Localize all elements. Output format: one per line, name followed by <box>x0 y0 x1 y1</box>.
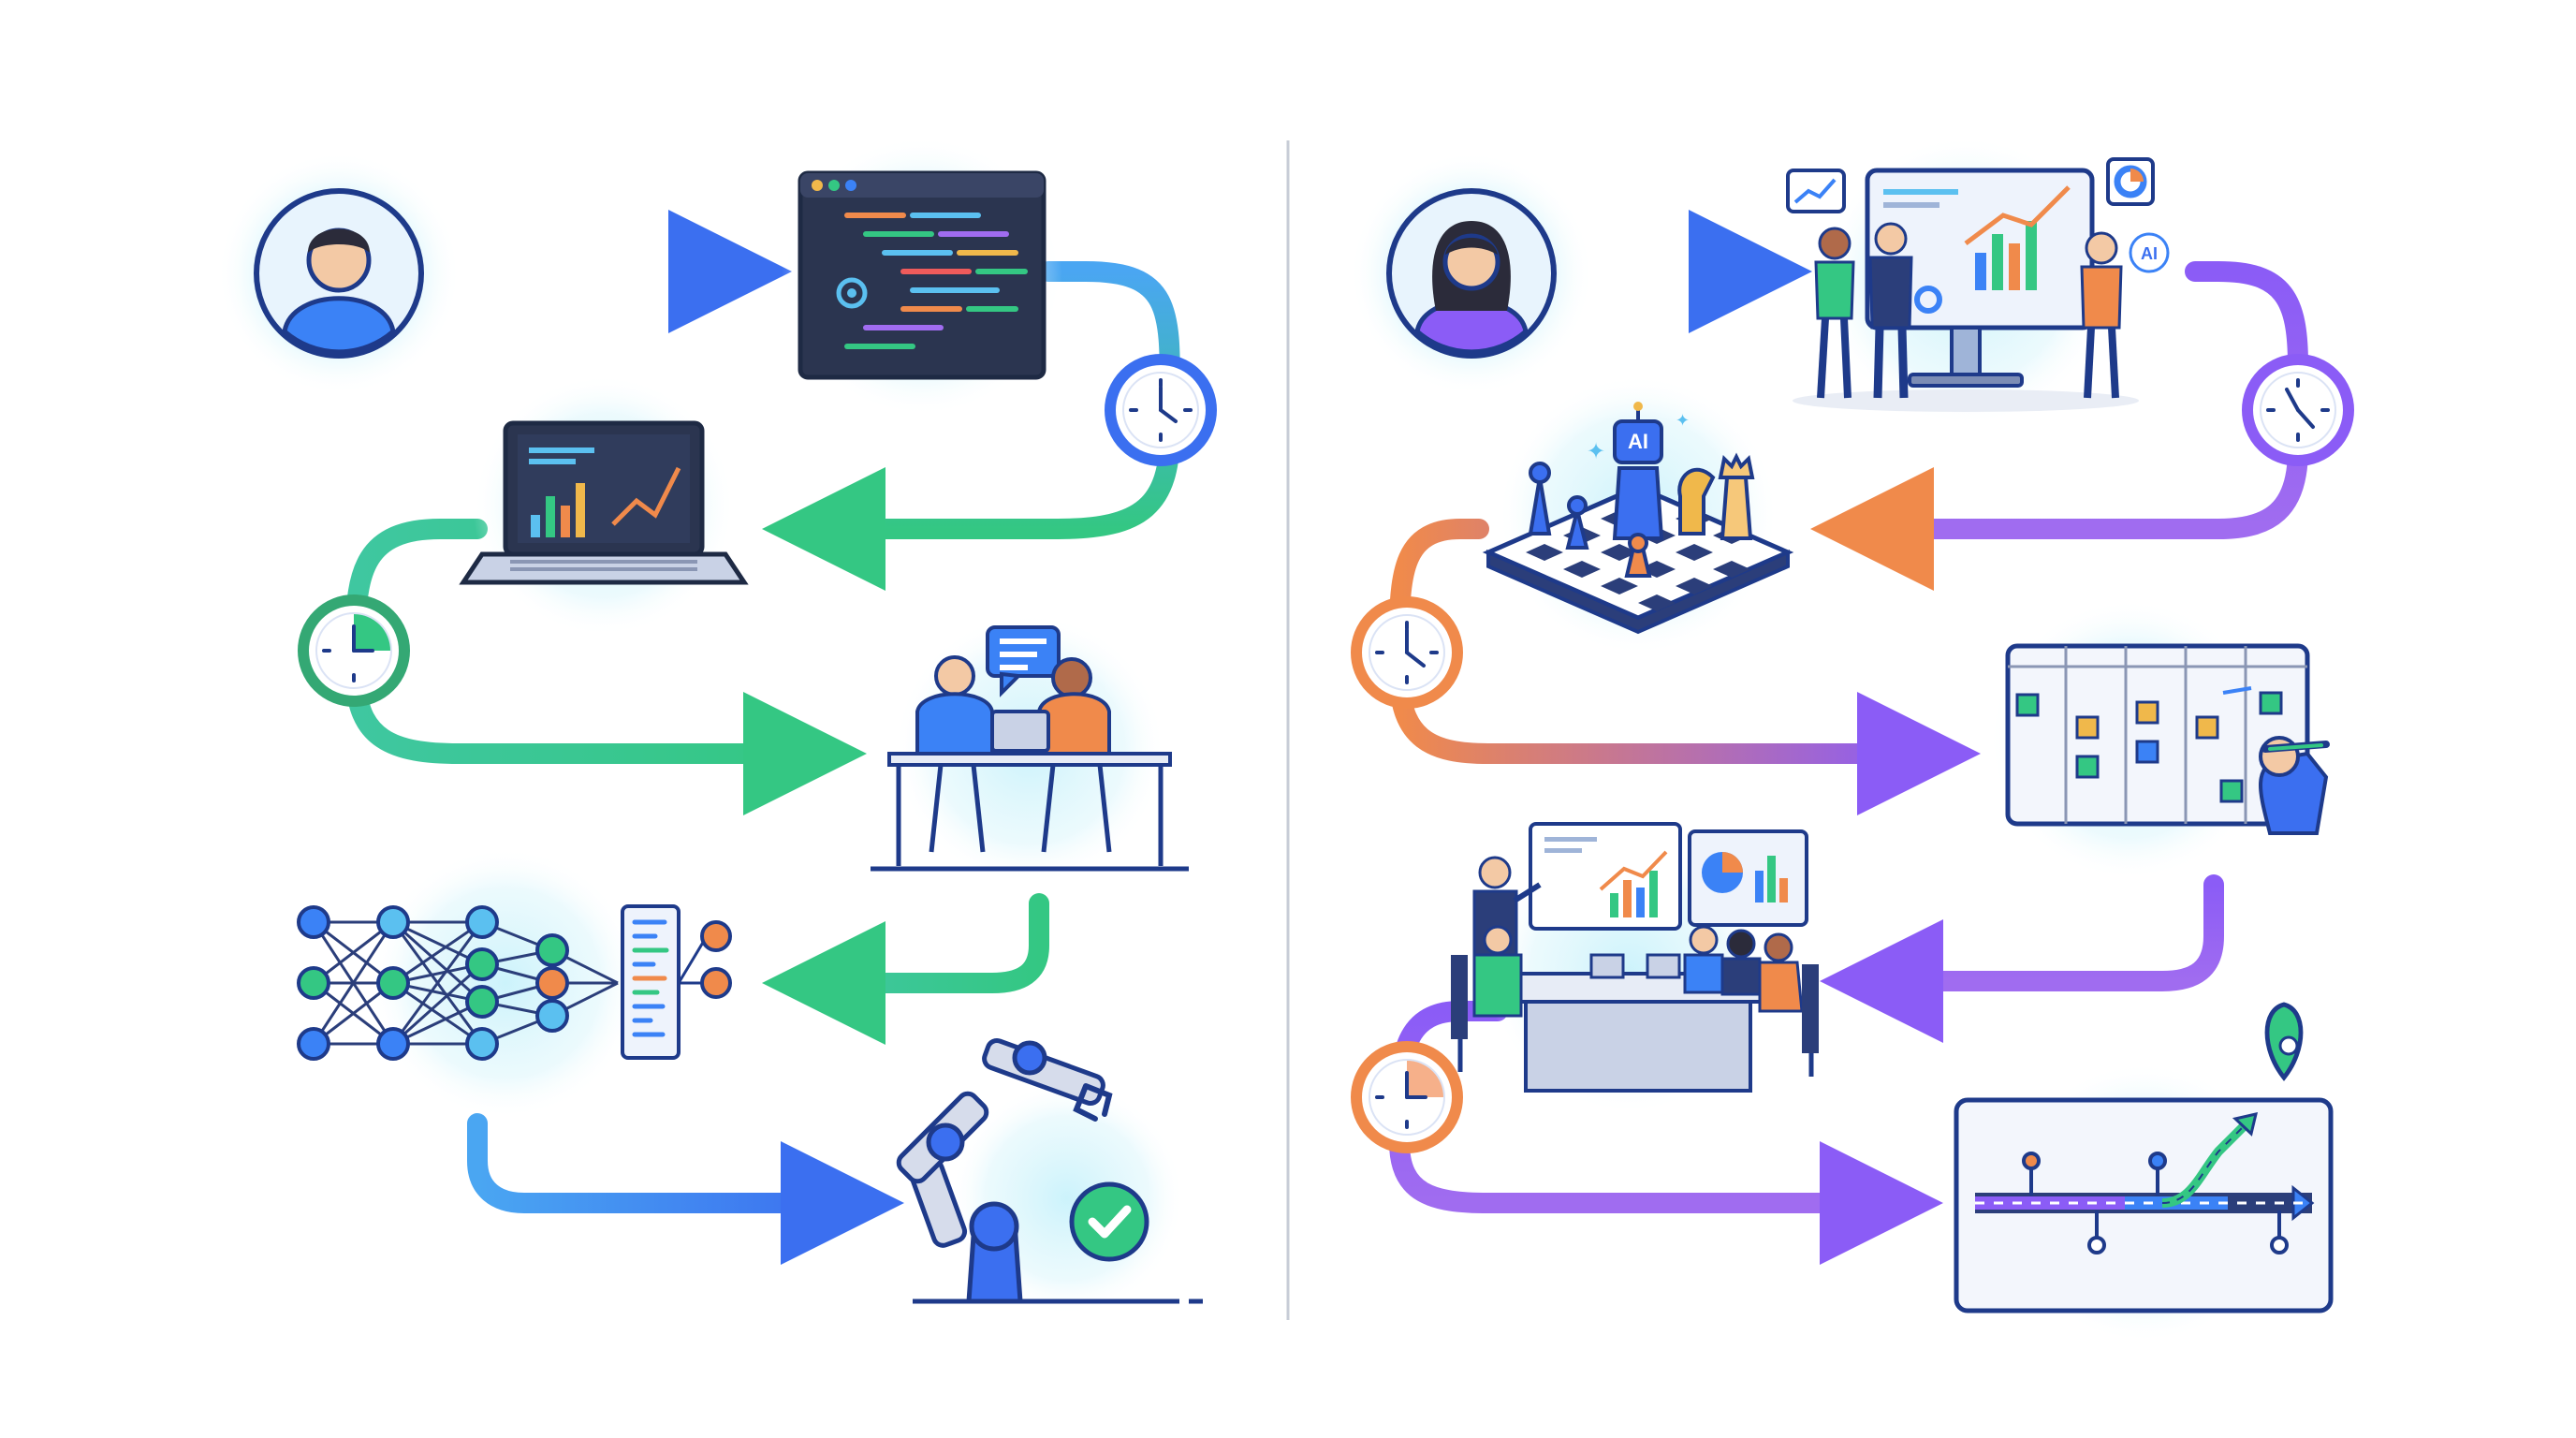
boardroom-meeting-icon <box>1451 822 1819 1114</box>
ai-chess-strategy-icon: AI ✦ ✦ <box>1482 374 1794 655</box>
ai-badge-label: AI <box>2141 244 2158 263</box>
pair-collaboration-icon <box>871 613 1189 885</box>
connector-5 <box>467 1113 904 1265</box>
clock-icon <box>1351 596 1463 709</box>
connector-4 <box>762 893 1049 1045</box>
analytics-laptop-icon <box>459 374 749 637</box>
roadmap-timeline-icon <box>1954 1002 2334 1343</box>
clock-icon <box>1351 1041 1463 1153</box>
neural-network-icon <box>297 847 732 1119</box>
developer-avatar-icon <box>217 152 461 395</box>
clock-icon <box>1105 354 1217 466</box>
clock-icon <box>2242 354 2354 466</box>
code-editor-icon <box>782 136 1062 417</box>
connector-r4 <box>1820 874 2224 1043</box>
kanban-board-icon <box>1989 599 2330 880</box>
clock-icon <box>298 594 410 707</box>
manager-avatar-icon <box>1350 152 1593 395</box>
ai-badge-label: AI <box>1628 430 1648 453</box>
robot-arm-success-icon <box>896 1037 1203 1315</box>
svg-text:✦: ✦ <box>1587 439 1605 464</box>
svg-text:✦: ✦ <box>1676 411 1690 430</box>
team-dashboard-presentation-icon: AI <box>1786 136 2170 426</box>
